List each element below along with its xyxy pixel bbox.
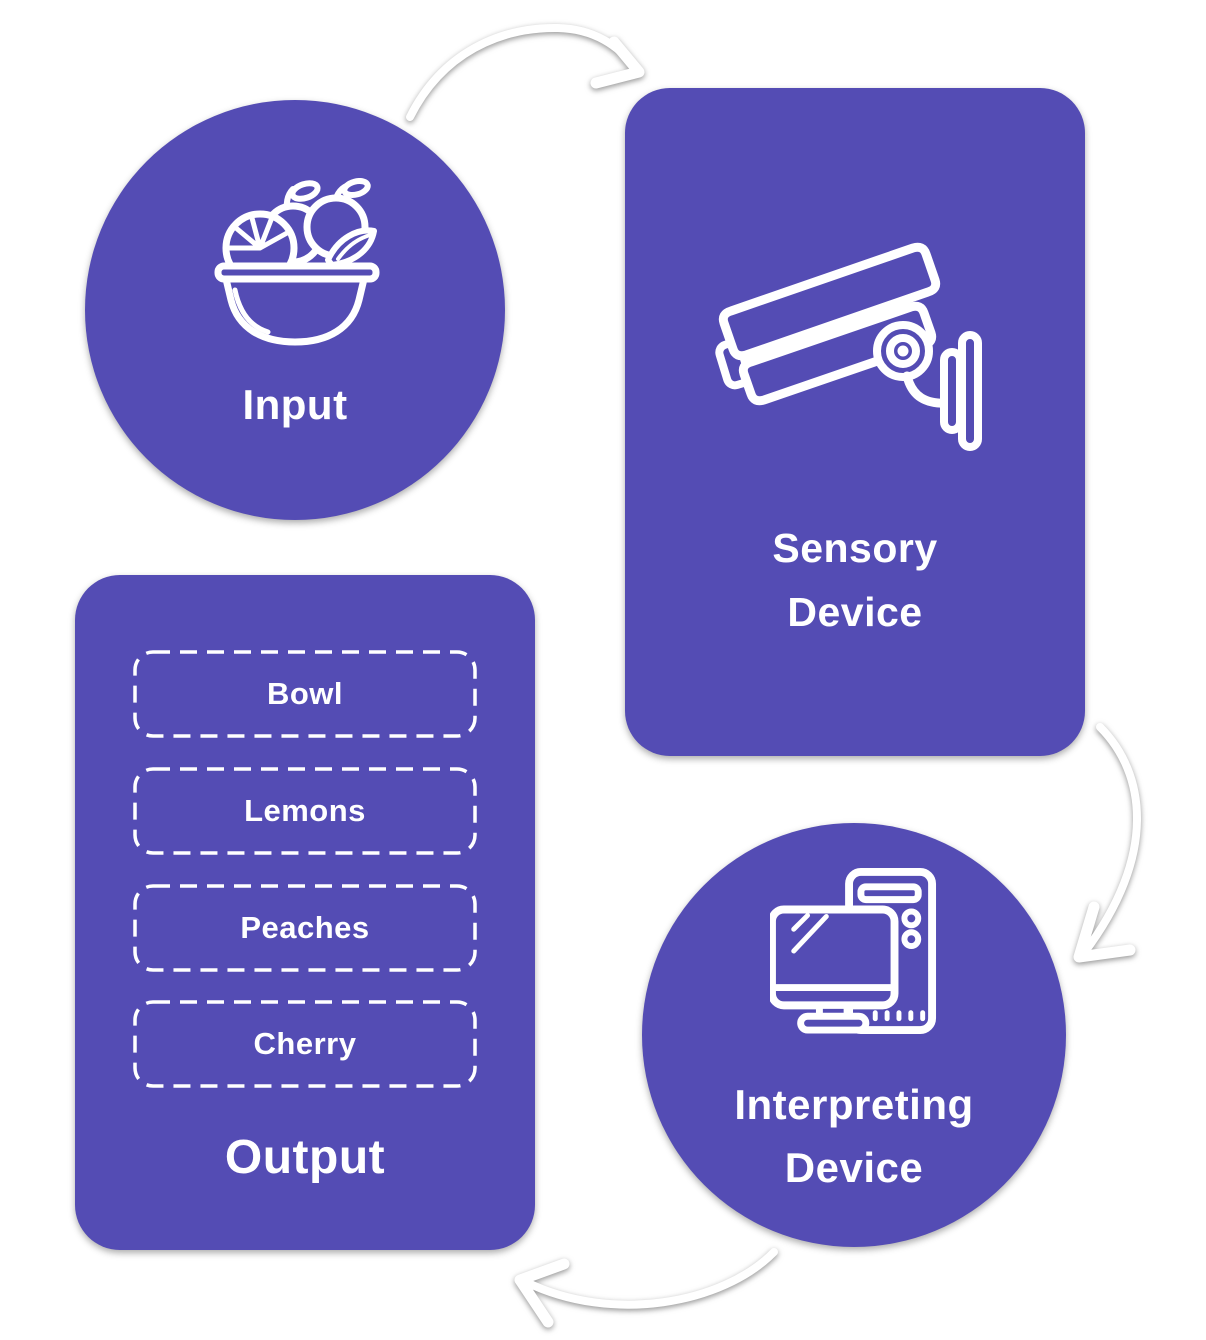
output-item-box: Peaches — [133, 884, 477, 972]
output-item-box: Lemons — [133, 767, 477, 855]
sensory-device-label-line1: Sensory — [772, 525, 938, 571]
interpreting-device-label-line1: Interpreting — [734, 1081, 974, 1128]
node-input: Input — [85, 100, 505, 520]
output-item-label: Cherry — [253, 1026, 357, 1061]
dashed-border — [133, 767, 477, 855]
node-output: Bowl Lemons Peaches Cherry Output — [75, 575, 535, 1250]
node-interpreting-device-label: Interpreting Device — [642, 1073, 1066, 1199]
arrow-interpreting-device-to-output-icon — [514, 1248, 778, 1328]
sensory-device-label-line2: Device — [787, 589, 923, 635]
output-item-box: Bowl — [133, 650, 477, 738]
node-sensory-device-label: Sensory Device — [625, 516, 1085, 644]
node-sensory-device: Sensory Device — [625, 88, 1085, 756]
cctv-camera-icon — [715, 242, 982, 451]
interpreting-device-label-line2: Device — [784, 1144, 924, 1191]
output-item-label: Peaches — [240, 910, 370, 945]
output-item-box: Cherry — [133, 1000, 477, 1088]
dashed-border — [133, 1000, 477, 1088]
node-interpreting-device: Interpreting Device — [642, 823, 1066, 1247]
dashed-border — [133, 650, 477, 738]
desktop-computer-icon — [770, 868, 937, 1035]
arrow-input-to-sensory-device-icon — [406, 23, 645, 121]
fruit-bowl-icon — [214, 178, 380, 346]
arrow-sensory-device-to-interpreting-device-icon — [1073, 723, 1141, 963]
dashed-border — [133, 884, 477, 972]
node-input-label: Input — [242, 381, 348, 428]
node-output-label: Output — [224, 1131, 386, 1184]
output-item-label: Bowl — [266, 676, 344, 711]
output-item-label: Lemons — [244, 793, 366, 828]
